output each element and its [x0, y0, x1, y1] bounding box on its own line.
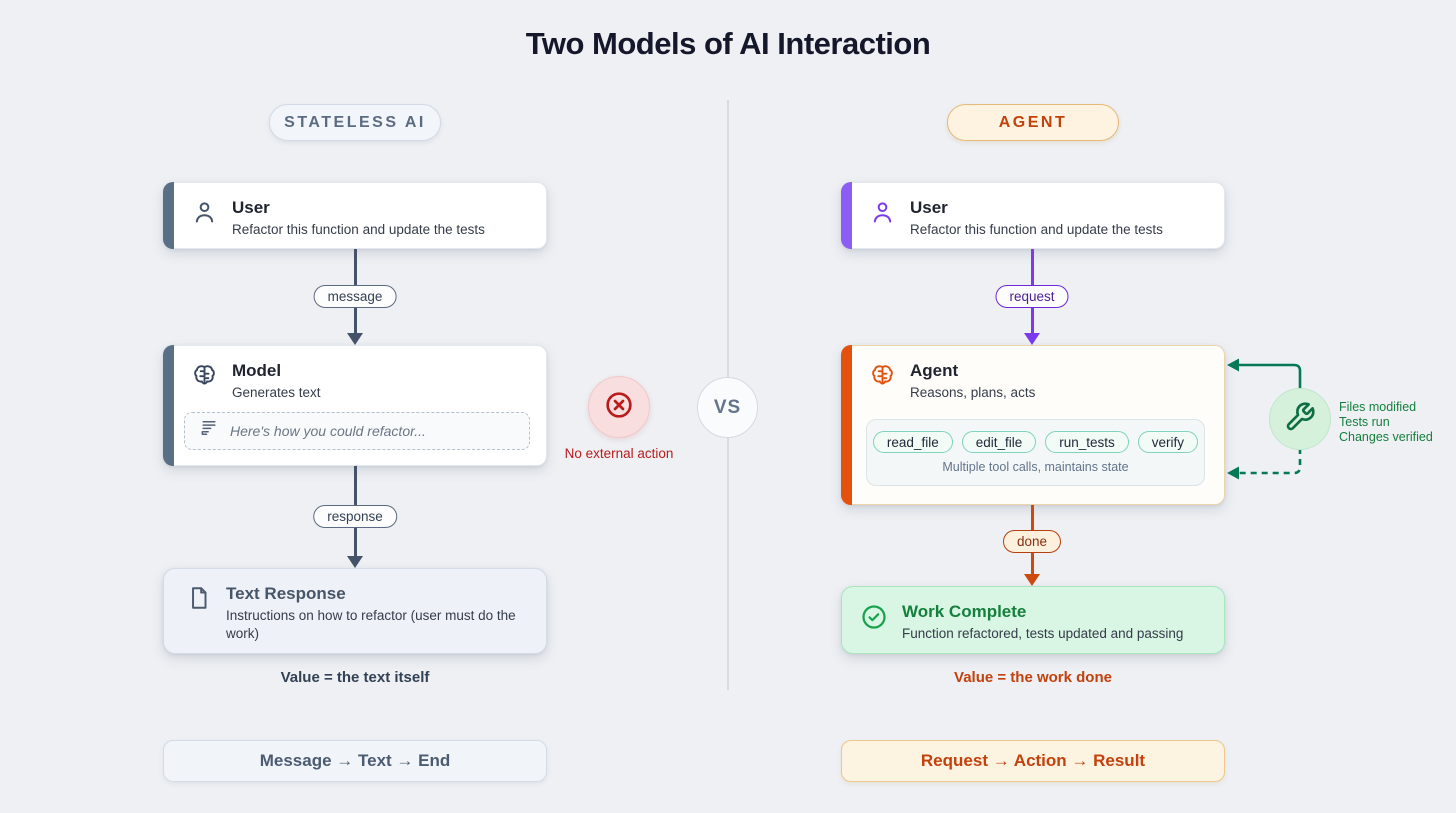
edge-label-text: message [327, 289, 383, 304]
edge-label-text: response [327, 509, 383, 524]
card-subtitle: Instructions on how to refactor (user mu… [226, 608, 516, 641]
tool-pill-read-file: read_file [872, 431, 953, 453]
user-icon [191, 199, 218, 231]
tool-pill-verify: verify [1137, 431, 1199, 453]
page-title: Two Models of AI Interaction [525, 26, 931, 61]
tool-execution-badge [1269, 388, 1331, 450]
tool-pill-run-tests: run_tests [1045, 431, 1129, 453]
text-lines-icon [199, 418, 219, 443]
side-effect-item: Files modified [1339, 400, 1417, 414]
document-icon [186, 585, 212, 616]
vs-badge: VS [697, 377, 758, 438]
stateless-user-card: User Refactor this function and update t… [163, 182, 547, 249]
agent-badge: AGENT [947, 104, 1119, 141]
card-title: Text Response [226, 584, 346, 603]
accent-bar [841, 182, 852, 249]
side-effect-item: Tests run [1339, 414, 1390, 429]
card-subtitle: Function refactored, tests updated and p… [902, 626, 1184, 642]
flow-summary-text: Message → Text → End [259, 751, 451, 770]
no-external-action-label: No external action [564, 446, 674, 461]
agent-badge-label: AGENT [998, 113, 1068, 131]
accent-bar [163, 345, 174, 466]
text-response-card: Text Response Instructions on how to ref… [163, 568, 547, 654]
edge-label-response: response [313, 505, 397, 528]
no-external-action-badge [588, 376, 650, 438]
vs-label: VS [713, 396, 742, 418]
value-summary-left: Value = the text itself [280, 669, 430, 686]
brain-icon [869, 362, 896, 394]
x-circle-icon [603, 389, 635, 426]
flow-summary-left: Message → Text → End [163, 740, 547, 782]
edge-label-message: message [313, 285, 397, 308]
card-subtitle: Generates text [232, 385, 321, 401]
tools-caption: Multiple tool calls, maintains state [942, 460, 1129, 474]
side-effects-list: Files modified Tests run Changes verifie… [1339, 400, 1433, 444]
stateless-ai-label: STATELESS AI [284, 113, 426, 131]
card-subtitle: Refactor this function and update the te… [232, 222, 485, 238]
card-title: Work Complete [902, 602, 1027, 621]
card-title: User [232, 198, 270, 217]
side-effect-item: Changes verified [1339, 429, 1433, 444]
wrench-icon [1284, 401, 1316, 438]
agent-user-card: User Refactor this function and update t… [841, 182, 1225, 249]
edge-label-request: request [995, 285, 1069, 308]
brain-icon [191, 362, 218, 394]
model-card: Model Generates text Here's how you coul… [163, 345, 547, 466]
tool-feedback-arrows [1227, 358, 1302, 480]
arrowhead-down [347, 556, 363, 568]
card-title: User [910, 198, 948, 217]
arrowhead-down [1024, 333, 1040, 345]
work-complete-card: Work Complete Function refactored, tests… [841, 586, 1225, 654]
arrowhead-down [1024, 574, 1040, 586]
check-circle-icon [860, 603, 888, 636]
agent-card: Agent Reasons, plans, acts read_file edi… [841, 345, 1225, 505]
edge-label-text: done [1016, 534, 1048, 549]
card-title: Model [232, 361, 282, 380]
accent-bar [163, 182, 174, 249]
value-summary-right: Value = the work done [954, 669, 1112, 686]
accent-bar [841, 345, 852, 505]
stateless-ai-badge: STATELESS AI [269, 104, 441, 141]
model-output-text: Here's how you could refactor... [230, 422, 426, 439]
agent-tools-panel: read_file edit_file run_tests verify Mul… [866, 419, 1205, 486]
arrowhead-down [347, 333, 363, 345]
edge-label-done: done [1002, 530, 1062, 553]
tool-pill-edit-file: edit_file [961, 431, 1037, 453]
edge-label-text: request [1009, 289, 1055, 304]
flow-summary-right: Request → Action → Result [841, 740, 1225, 782]
card-title: Agent [910, 361, 959, 380]
card-subtitle: Refactor this function and update the te… [910, 222, 1163, 238]
user-icon [869, 199, 896, 231]
card-subtitle: Reasons, plans, acts [910, 385, 1036, 401]
flow-summary-text: Request → Action → Result [920, 751, 1146, 770]
model-output-preview: Here's how you could refactor... [184, 411, 530, 450]
